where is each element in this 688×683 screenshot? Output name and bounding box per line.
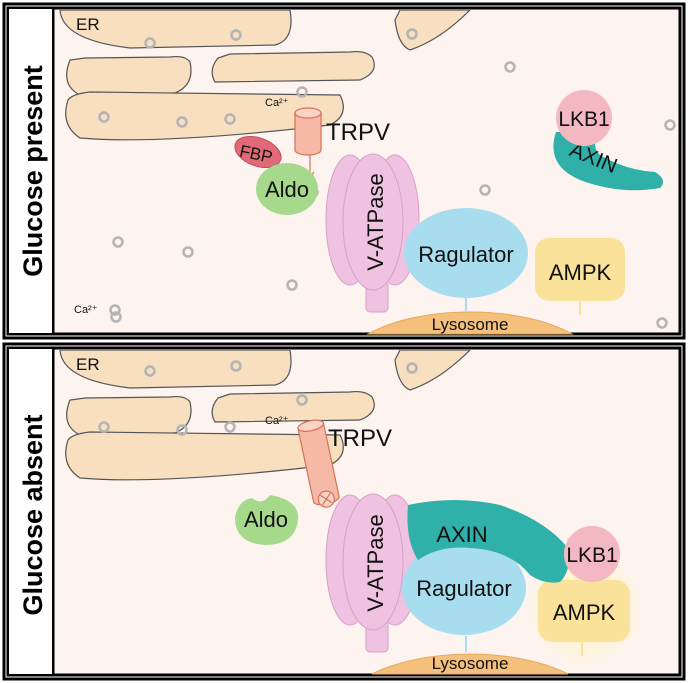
calcium-channel-label: Ca²⁺	[265, 97, 289, 109]
aldo-protein	[235, 495, 299, 545]
panel-glucose-present: Glucose present ER Ca²⁺ Ca²⁺	[2, 2, 686, 340]
lysosome	[371, 653, 569, 675]
er-membrane	[59, 10, 471, 141]
er-membrane	[59, 350, 471, 481]
lkb1-label: LKB1	[558, 108, 609, 131]
er-label: ER	[76, 15, 100, 34]
ampk-label: AMPK	[553, 600, 616, 625]
ragulator-label: Ragulator	[416, 576, 511, 601]
calcium-free-label: Ca²⁺	[74, 304, 98, 316]
aldo-label: Aldo	[244, 507, 288, 532]
ragulator-label: Ragulator	[418, 242, 513, 267]
v-atpase	[325, 153, 420, 313]
lkb1	[564, 526, 620, 582]
ampk	[535, 238, 625, 301]
axin-label: AXIN	[436, 522, 487, 547]
panel-label: Glucose present	[18, 65, 48, 277]
v-atpase-label: V-ATPase	[363, 173, 388, 270]
axin	[553, 132, 664, 191]
er-label: ER	[76, 355, 100, 374]
lysosome	[366, 311, 574, 335]
fbp-molecule	[234, 135, 282, 169]
trpv-label: TRPV	[328, 425, 392, 452]
lysosome-label: Lysosome	[432, 654, 509, 673]
v-atpase-label: V-ATPase	[363, 514, 388, 611]
axin	[407, 500, 569, 583]
lkb1	[556, 90, 612, 146]
aldo-protein	[256, 163, 318, 215]
lysosome-label: Lysosome	[432, 315, 509, 334]
aldo-label: Aldo	[265, 177, 309, 202]
trpv-channel	[294, 107, 322, 180]
panel-label: Glucose absent	[18, 414, 48, 615]
ragulator	[404, 208, 528, 298]
ragulator	[402, 541, 526, 635]
lkb1-label: LKB1	[566, 544, 617, 567]
panel-glucose-absent: Glucose absent ER Ca²⁺	[2, 342, 686, 681]
trpv-label: TRPV	[326, 119, 390, 146]
trpv-channel-closed	[297, 419, 340, 508]
ampk-label: AMPK	[549, 260, 612, 285]
calcium-channel-label: Ca²⁺	[265, 415, 289, 427]
ampk	[538, 580, 630, 642]
